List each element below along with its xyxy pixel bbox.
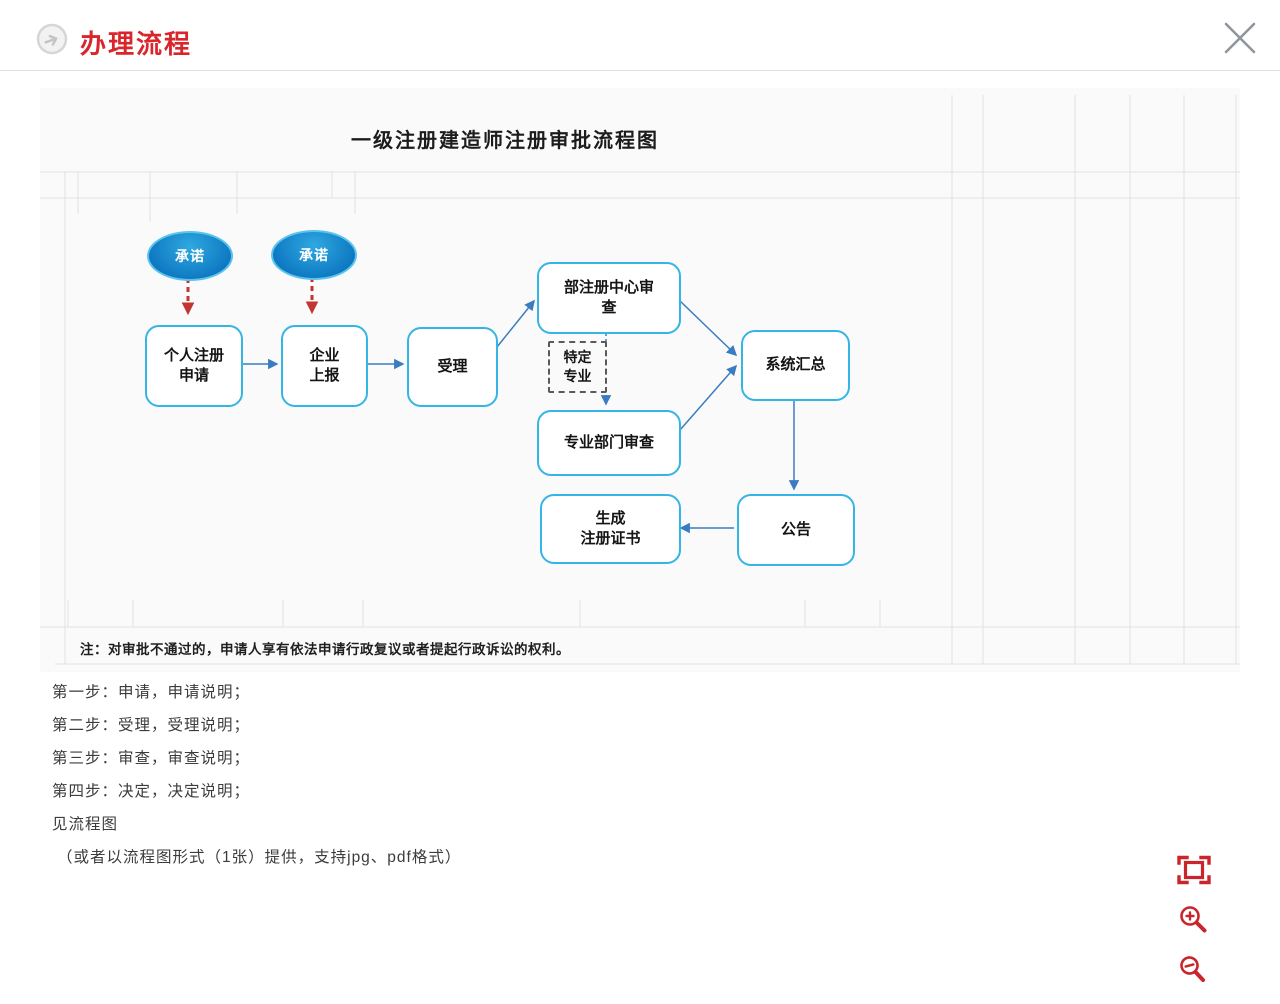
steps-text: 第一步：申请，申请说明； 第二步：受理，受理说明； 第三步：审查，审查说明； 第… [52,676,461,874]
step-1: 第一步：申请，申请说明； [52,684,251,701]
node-promise-right: 承诺 [271,230,357,280]
step-2: 第二步：受理，受理说明； [52,717,251,734]
flowchart-note: 注：对审批不通过的，申请人享有依法申请行政复议或者提起行政诉讼的权利。 [80,642,570,657]
node-announcement: 公告 [737,494,855,566]
node-specific-major: 特定 专业 [548,341,607,393]
format-hint-line: （或者以流程图形式（1张）提供，支持jpg、pdf格式） [57,849,462,866]
node-enterprise-report: 企业 上报 [281,325,368,407]
dialog-header: 办理流程 [0,0,1280,71]
node-certificate: 生成 注册证书 [540,494,681,564]
node-system-summary: 系统汇总 [741,330,850,401]
page-title: 办理流程 [80,29,193,59]
see-flowchart-line: 见流程图 [52,816,119,833]
node-promise-left: 承诺 [147,231,233,281]
viewer-controls [1176,854,1216,1004]
step-4: 第四步：决定，决定说明； [52,783,251,800]
fullscreen-icon[interactable] [1176,854,1212,888]
flowchart-title: 一级注册建造师注册审批流程图 [351,130,659,152]
node-acceptance: 受理 [407,327,498,407]
node-personal-application: 个人注册 申请 [145,325,243,407]
zoom-out-icon[interactable] [1176,954,1212,988]
close-icon[interactable] [1218,16,1262,60]
node-ministry-review: 部注册中心审 查 [537,262,681,334]
step-3: 第三步：审查，审查说明； [52,750,251,767]
node-department-review: 专业部门审查 [537,410,681,476]
zoom-in-icon[interactable] [1176,904,1212,938]
circle-arrow-icon [36,23,68,55]
